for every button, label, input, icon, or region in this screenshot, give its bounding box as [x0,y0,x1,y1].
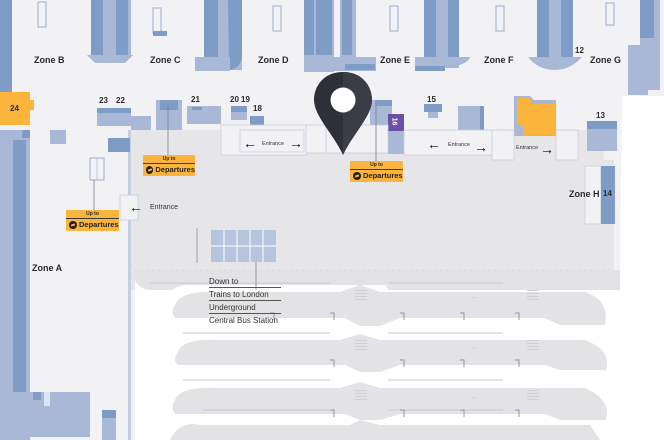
arrow-left-icon: ← [243,135,257,151]
departures-label: Departures [363,171,403,180]
entrance-label-1[interactable]: Entrance [262,141,285,147]
departures-sign-1[interactable]: Up to Departures [143,155,195,176]
lane-arrows: → → → [470,294,477,401]
arrow-right-icon: → [474,139,488,155]
gate-21[interactable]: 21 [191,95,200,104]
top-piers [37,0,660,95]
zone-g-label: Zone G [590,55,621,65]
zone-b-label: Zone B [34,55,65,65]
svg-text:→: → [470,394,477,401]
gate-18[interactable]: 18 [253,104,262,113]
gate-24[interactable]: 24 [10,104,19,113]
down-to-heading: Down to [209,277,281,288]
front-buildings [97,96,617,225]
gate-20[interactable]: 20 [230,95,239,104]
zone-e-label: Zone E [380,55,411,65]
outside-area [620,96,664,440]
lane-2 [172,285,606,326]
arrow-left-icon: ← [129,199,143,215]
arrow-right-icon: → [289,135,303,151]
zone-f-label: Zone F [484,55,514,65]
zone-d-label: Zone D [258,55,289,65]
departures-plane-icon [146,165,154,174]
lane-3 [175,334,608,372]
departures-sign-2[interactable]: Up to Departures [66,210,119,231]
departures-sign-3[interactable]: Up to Departures [350,161,403,182]
zone-a-buildings [0,0,116,440]
sign-connectors [93,105,377,290]
arrow-right-icon: → [540,141,554,157]
departures-label: Departures [79,220,119,229]
up-to-label: Up to [66,210,119,219]
arrow-left-icon: ← [427,136,441,152]
gate-19[interactable]: 19 [241,95,250,104]
departures-label: Departures [155,165,195,174]
gate-16[interactable]: 16 [390,117,398,126]
down-to-trains[interactable]: Trains to London [209,290,281,301]
lane-5 [170,420,600,440]
escalator-grid [89,157,276,263]
zone-a-boundary [128,130,131,440]
gate-23[interactable]: 23 [99,96,108,105]
entrance-label-4[interactable]: Entrance [150,204,179,211]
down-to-underground[interactable]: Underground [209,303,281,314]
svg-text:→: → [470,344,477,351]
gate-24-block [0,92,34,125]
svg-text:→: → [470,294,477,301]
zone-c-label: Zone C [150,55,181,65]
gate-14[interactable]: 14 [603,189,612,198]
entrance-label-2[interactable]: Entrance [448,142,471,148]
zone-a-label: Zone A [32,263,63,273]
location-pin-icon [314,72,372,155]
departures-plane-icon [69,220,77,229]
entrance-label-3[interactable]: Entrance [516,145,539,151]
crosswalks [355,290,539,400]
gate-13[interactable]: 13 [596,111,605,120]
down-to-bus-station[interactable]: Central Bus Station [209,316,278,325]
up-to-label: Up to [350,161,403,170]
orange-block [517,98,555,135]
departures-plane-icon [353,171,361,180]
zone-h-label: Zone H [569,189,600,199]
gate-15[interactable]: 15 [427,95,436,104]
gate-22[interactable]: 22 [116,96,125,105]
gate-12[interactable]: 12 [575,46,584,55]
lane-lines [150,282,503,411]
up-to-label: Up to [143,155,195,164]
gate-16-block [388,114,404,131]
